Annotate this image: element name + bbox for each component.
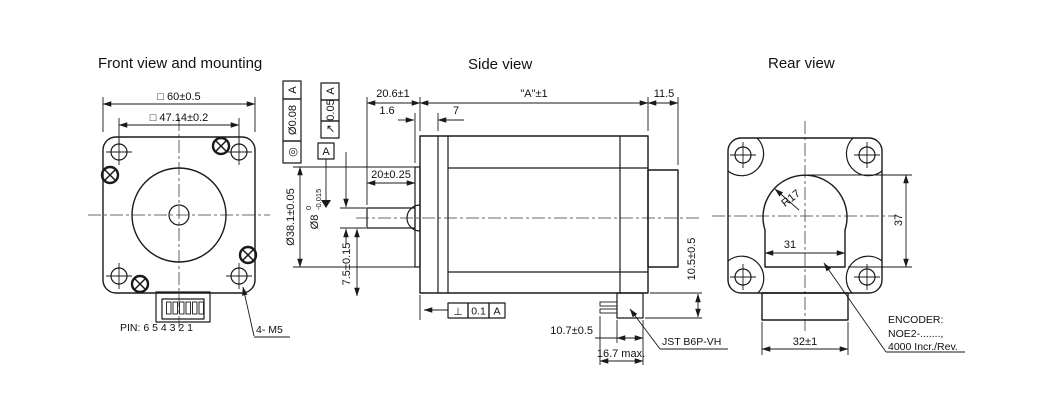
concentricity-datum: A bbox=[287, 86, 299, 94]
dim-pilot-dia-text: Ø38.1±0.05 bbox=[285, 188, 297, 245]
side-bearing-bump bbox=[406, 204, 421, 232]
rear-view: Rear view R17 31 bbox=[712, 55, 965, 355]
dim-rear-housing: 11.5 bbox=[647, 88, 679, 165]
dim-shaft-length-text: 20±0.25 bbox=[371, 169, 411, 181]
front-view-title: Front view and mounting bbox=[98, 55, 262, 72]
dim-front-section-text: 7 bbox=[453, 105, 459, 117]
mount-holes-callout: 4- M5 bbox=[242, 286, 290, 338]
dim-body-length-text: "A"±1 bbox=[520, 88, 547, 100]
dim-conn-total-text: 16.7 max. bbox=[597, 348, 645, 360]
front-connector bbox=[155, 291, 211, 323]
dim-shaft-to-face: 20.6±1 bbox=[366, 88, 421, 205]
screw-icon bbox=[238, 245, 258, 265]
dim-conn-height-text: 10.5±0.5 bbox=[686, 238, 698, 281]
dim-front-section: 7 bbox=[437, 105, 464, 131]
connector-callout: JST B6P-VH bbox=[629, 308, 728, 350]
concentricity-icon: ◎ bbox=[286, 147, 299, 157]
front-pilot-boss-circle bbox=[131, 167, 227, 263]
datum-triangle-icon bbox=[321, 200, 331, 208]
side-pilot-boss bbox=[414, 166, 421, 268]
screw-icon bbox=[211, 136, 231, 156]
datum-flag: A bbox=[317, 142, 335, 208]
dim-shaft-flat-text: 7.5±0.15 bbox=[341, 243, 353, 286]
dim-shaft-to-face-text: 20.6±1 bbox=[376, 88, 410, 100]
side-connector bbox=[599, 292, 644, 319]
runout-datum: A bbox=[325, 87, 337, 95]
dim-block-width: 32±1 bbox=[761, 322, 849, 355]
side-view: Side view 20.6±1 "A"±1 bbox=[285, 56, 728, 365]
runout-value: 0.05 bbox=[325, 99, 337, 120]
side-shaft bbox=[366, 207, 416, 229]
concentricity-frame: A Ø0.08 ◎ bbox=[282, 80, 302, 164]
encoder-callout: ENCODER: NOE2-......., 4000 Incr./Rev. bbox=[823, 262, 965, 353]
front-shaft-circle bbox=[168, 204, 190, 226]
dim-body-length: "A"±1 bbox=[419, 88, 649, 131]
connector-type-label: JST B6P-VH bbox=[662, 336, 721, 348]
encoder-note-line1: ENCODER: bbox=[888, 314, 943, 326]
dim-conn-width: 10.7±0.5 bbox=[550, 320, 644, 343]
side-view-title: Side view bbox=[468, 56, 532, 73]
encoder-note-line3: 4000 Incr./Rev. bbox=[888, 341, 958, 353]
side-body-outline bbox=[419, 135, 649, 294]
runout-icon: ↗ bbox=[324, 124, 337, 133]
perpendicularity-frame: ⊥ 0.1 A bbox=[419, 295, 506, 320]
side-encoder-housing bbox=[647, 169, 679, 268]
dim-shaft-length: 20±0.25 bbox=[366, 169, 416, 186]
front-flange-outline bbox=[102, 136, 256, 294]
pin-numbers-label: PIN: 6 5 4 3 2 1 bbox=[120, 322, 193, 334]
runout-frame: A 0.05 ↗ bbox=[320, 82, 340, 139]
dim-cover-height-text: 37 bbox=[893, 214, 905, 226]
perpendicularity-icon: ⊥ bbox=[453, 306, 462, 318]
dim-cover-radius-text: R17 bbox=[780, 188, 803, 210]
gdt-column: A Ø0.08 ◎ A 0.05 ↗ A bbox=[282, 80, 340, 208]
dim-outer-square-text: □ 60±0.5 bbox=[157, 91, 200, 103]
encoder-note-line2: NOE2-......., bbox=[888, 328, 943, 340]
dim-block-width-text: 32±1 bbox=[793, 336, 817, 348]
dim-cover-width-text: 31 bbox=[784, 239, 796, 251]
perpendicularity-datum: A bbox=[493, 306, 500, 318]
shaft-tol-lower: -0.015 bbox=[314, 189, 323, 210]
dim-boss-height: 1.6 bbox=[379, 105, 416, 163]
screw-icon bbox=[100, 165, 120, 185]
dim-shaft-flat: 7.5±0.15 bbox=[341, 228, 360, 297]
datum-flag-letter: A bbox=[322, 146, 330, 158]
rear-encoder-cover bbox=[762, 174, 848, 268]
dim-shaft-dia: Ø8 0 -0.015 bbox=[304, 152, 366, 244]
dim-rear-housing-text: 11.5 bbox=[654, 88, 675, 100]
dim-outer-square: □ 60±0.5 bbox=[102, 91, 256, 132]
dim-bolt-pattern-text: □ 47.14±0.2 bbox=[150, 112, 209, 124]
dim-cover-height: 37 bbox=[808, 174, 912, 268]
perpendicularity-value: 0.1 bbox=[471, 306, 486, 318]
rear-view-title: Rear view bbox=[768, 55, 835, 72]
concentricity-value: Ø0.08 bbox=[287, 105, 299, 135]
front-assembly-screws bbox=[100, 136, 258, 294]
rear-connector-block bbox=[761, 292, 849, 321]
dim-shaft-dia-text: Ø8 bbox=[309, 215, 321, 230]
shaft-tol-upper: 0 bbox=[304, 206, 313, 210]
mount-holes-label: 4- M5 bbox=[256, 324, 283, 336]
dim-conn-width-text: 10.7±0.5 bbox=[550, 325, 593, 337]
front-view: Front view and mounting bbox=[88, 55, 290, 338]
dim-bolt-pattern: □ 47.14±0.2 bbox=[118, 112, 240, 146]
dim-conn-total: 16.7 max. bbox=[597, 316, 645, 365]
dim-conn-height: 10.5±0.5 bbox=[645, 238, 702, 319]
dim-cover-width: 31 bbox=[764, 239, 846, 256]
dim-cover-radius: R17 bbox=[774, 188, 803, 211]
dim-boss-height-text: 1.6 bbox=[379, 105, 394, 117]
screw-icon bbox=[130, 274, 150, 294]
